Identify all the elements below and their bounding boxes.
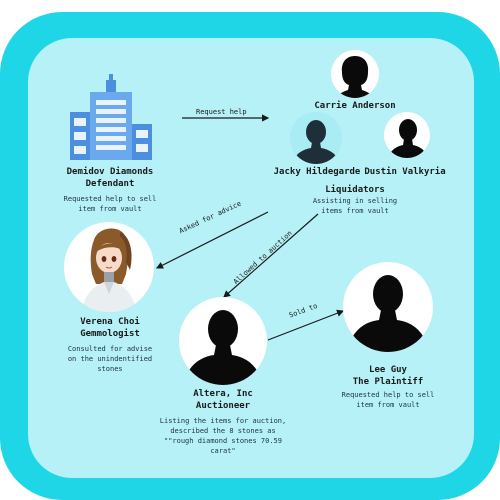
edge-label-request-help: Request help [196, 108, 247, 116]
demidov-desc-line-2: item from vault [78, 205, 142, 213]
woman-silhouette-icon [335, 56, 375, 98]
leeguy-name: Lee Guy [369, 365, 407, 375]
altera-avatar [179, 297, 267, 385]
liquidators-name: Liquidators [325, 185, 385, 195]
office-building-icon [66, 74, 156, 164]
altera-desc-line-2: described the 8 stones as [170, 427, 276, 435]
verena-desc-line-3: stones [97, 365, 123, 373]
demidov-role: Defendant [85, 179, 135, 189]
demidov-desc-line-1: Requested help to sell [63, 195, 157, 203]
man-silhouette-icon [292, 120, 340, 164]
anime-woman-portrait-icon [82, 228, 136, 312]
verena-name: Verena Choi [80, 317, 140, 327]
man-silhouette-icon [388, 119, 428, 158]
demidov-name: Demidov Diamonds [66, 167, 154, 177]
leeguy-avatar [343, 262, 433, 352]
leeguy-role: The Plaintiff [352, 377, 424, 387]
jacky-avatar [290, 112, 342, 164]
verena-desc-line-1: Consulted for advise [67, 345, 153, 353]
altera-desc-line-4: carat" [210, 447, 236, 455]
verena-role: Gemmologist [80, 329, 140, 339]
leeguy-desc-line-1: Requested help to sell [341, 391, 435, 399]
carrie-name: Carrie Anderson [314, 101, 396, 111]
altera-name: Altera, Inc [193, 389, 253, 399]
man-silhouette-icon [347, 275, 429, 352]
jacky-name: Jacky Hildegarde [273, 167, 361, 177]
carrie-avatar [331, 50, 379, 98]
verena-avatar [64, 222, 154, 312]
altera-desc-line-1: Listing the items for auction, [159, 417, 287, 425]
dustin-name: Dustin Valkyria [364, 167, 446, 177]
edge-asked-for-advice [155, 211, 269, 269]
dustin-avatar [384, 112, 430, 158]
leeguy-desc-line-2: item from vault [356, 401, 420, 409]
man-silhouette-icon [183, 310, 263, 385]
edge-allowed-to-auction [223, 213, 319, 298]
edge-sold-to [267, 309, 345, 341]
altera-role: Auctioneer [195, 401, 251, 411]
liquidators-desc-line-2: items from vault [321, 207, 389, 215]
liquidators-desc-line-1: Assisting in selling [312, 197, 398, 205]
altera-desc-line-3: ""rough diamond stones 70.59 [163, 437, 282, 445]
verena-desc-line-2: on the unindentified [67, 355, 153, 363]
